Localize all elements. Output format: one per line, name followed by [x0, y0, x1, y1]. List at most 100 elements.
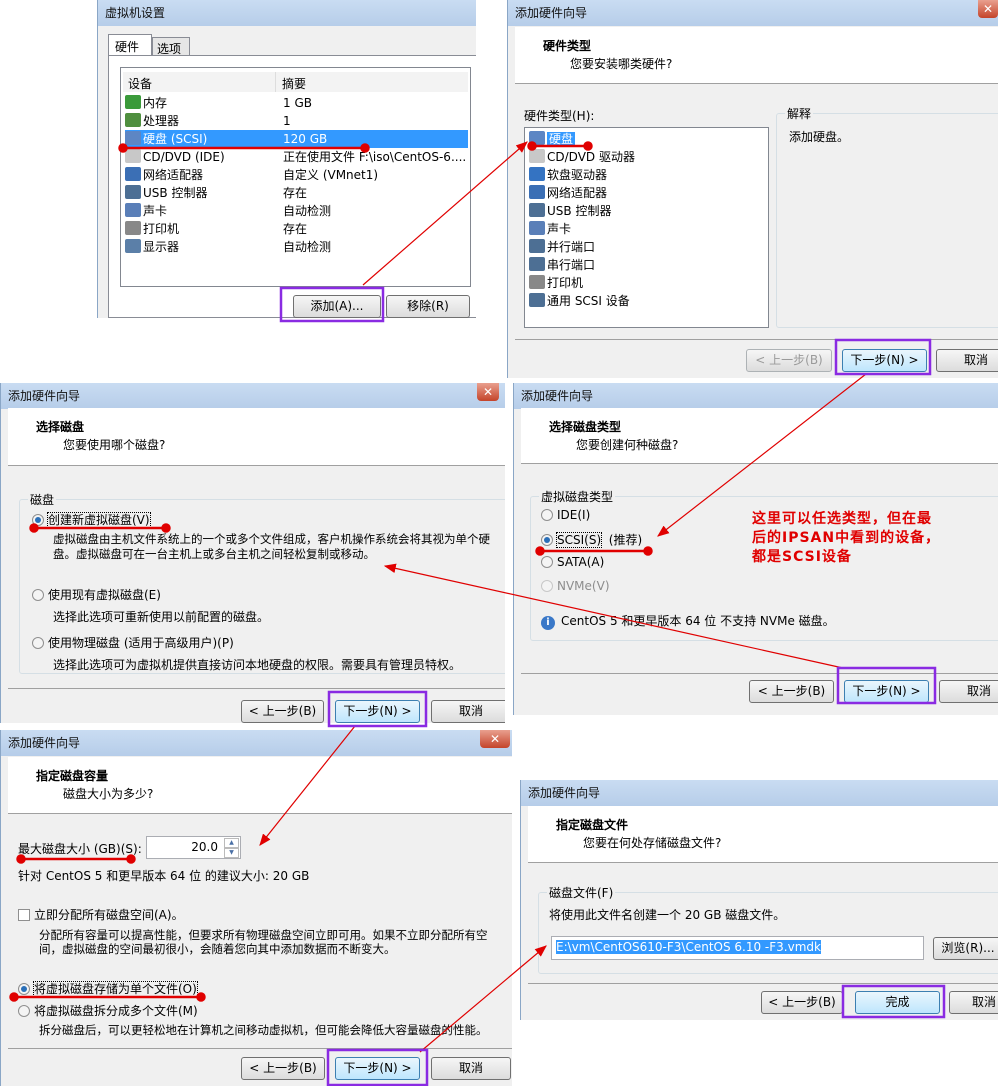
back-button[interactable]: < 上一步(B) — [761, 991, 843, 1014]
back-button[interactable]: < 上一步(B) — [749, 680, 834, 703]
hard-disk-icon — [529, 131, 545, 145]
radio-single-file[interactable]: 将虚拟磁盘存储为单个文件(O) — [18, 980, 198, 997]
item-label: CD/DVD (IDE) — [143, 150, 225, 164]
page-title: 硬件类型 — [543, 39, 592, 53]
list-item[interactable]: 声卡自动检测 — [125, 202, 331, 220]
wizard-select-disk: 添加硬件向导 ✕ 选择磁盘 您要使用哪个磁盘? 磁盘 创建新虚拟磁盘(V) 虚拟… — [0, 383, 505, 723]
list-item[interactable]: USB 控制器存在 — [125, 184, 307, 202]
disk-group-label: 磁盘 — [28, 491, 57, 508]
close-icon[interactable]: ✕ — [978, 0, 998, 18]
next-button[interactable]: 下一步(N) > — [335, 1057, 420, 1080]
list-item[interactable]: 串行端口 — [529, 256, 595, 274]
list-item[interactable]: CD/DVD (IDE)正在使用文件 F:\iso\CentOS-6.... — [125, 148, 466, 166]
list-item[interactable]: 硬盘 (SCSI)120 GB — [125, 130, 468, 148]
radio-ide[interactable]: IDE(I) — [541, 508, 590, 522]
disk-file-group: 磁盘文件(F) — [538, 884, 998, 974]
stepper-up-icon[interactable]: ▲ — [224, 838, 239, 848]
close-icon[interactable]: ✕ — [477, 383, 499, 401]
page-subtitle: 您要使用哪个磁盘? — [63, 438, 166, 452]
item-label: 打印机 — [547, 276, 584, 290]
page-title: 选择磁盘类型 — [549, 420, 622, 434]
next-button[interactable]: 下一步(N) > — [842, 349, 927, 372]
create-new-desc: 虚拟磁盘由主机文件系统上的一个或多个文件组成，客户机操作系统会将其视为单个硬盘。… — [53, 532, 490, 561]
disk-file-path-input[interactable]: E:\vm\CentOS610-F3\CentOS 6.10 -F3.vmdk — [551, 936, 924, 960]
radio-use-existing-disk[interactable]: 使用现有虚拟磁盘(E) — [32, 586, 161, 603]
size-label: 最大磁盘大小 (GB)(S): — [18, 842, 142, 856]
list-item[interactable]: 软盘驱动器 — [529, 166, 607, 184]
item-label: CD/DVD 驱动器 — [547, 150, 635, 164]
cancel-button[interactable]: 取消 — [431, 700, 505, 723]
use-existing-desc: 选择此选项可重新使用以前配置的磁盘。 — [53, 610, 270, 624]
cancel-button[interactable]: 取消 — [939, 680, 998, 703]
back-button[interactable]: < 上一步(B) — [746, 349, 832, 372]
size-stepper[interactable]: 20.0 ▲ ▼ — [146, 836, 241, 859]
cpu-icon — [125, 113, 141, 127]
allocate-checkbox[interactable]: 立即分配所有磁盘空间(A)。 — [18, 906, 184, 923]
list-item[interactable]: CD/DVD 驱动器 — [529, 148, 635, 166]
hard-disk-icon — [125, 131, 141, 145]
col-header-summary[interactable]: 摘要 — [276, 72, 468, 92]
wizard-header: 硬件类型 您要安装哪类硬件? — [515, 27, 998, 84]
radio-scsi[interactable]: SCSI(S) (推荐) — [541, 531, 642, 548]
list-item[interactable]: USB 控制器 — [529, 202, 611, 220]
list-item[interactable]: 通用 SCSI 设备 — [529, 292, 630, 310]
list-item[interactable]: 网络适配器 — [529, 184, 607, 202]
display-icon — [125, 239, 141, 253]
network-icon — [529, 185, 545, 199]
page-subtitle: 您要在何处存储磁盘文件? — [583, 836, 722, 850]
list-item[interactable]: 打印机 — [529, 274, 583, 292]
divider — [8, 688, 505, 689]
item-label: 硬盘 (SCSI) — [143, 132, 208, 146]
stepper-down-icon[interactable]: ▼ — [224, 848, 239, 858]
add-button[interactable]: 添加(A)... — [293, 295, 381, 318]
finish-button[interactable]: 完成 — [855, 991, 940, 1014]
item-label: 声卡 — [143, 204, 168, 218]
radio-physical-disk[interactable]: 使用物理磁盘 (适用于高级用户)(P) — [32, 634, 234, 651]
browse-button[interactable]: 浏览(R)... — [933, 937, 998, 960]
radio-create-new-disk[interactable]: 创建新虚拟磁盘(V) — [32, 511, 151, 528]
cancel-button[interactable]: 取消 — [936, 349, 998, 372]
usb-icon — [529, 203, 545, 217]
list-item[interactable]: 打印机存在 — [125, 220, 307, 238]
tab-options[interactable]: 选项 — [152, 37, 190, 56]
recommended-label: (推荐) — [608, 533, 643, 547]
item-label: 打印机 — [143, 222, 180, 236]
back-button[interactable]: < 上一步(B) — [241, 700, 324, 723]
cancel-button[interactable]: 取消 — [431, 1057, 511, 1080]
col-header-device[interactable]: 设备 — [123, 72, 276, 92]
radio-sata[interactable]: SATA(A) — [541, 555, 604, 569]
list-item[interactable]: 显示器自动检测 — [125, 238, 331, 256]
close-icon[interactable]: ✕ — [480, 730, 510, 748]
parallel-port-icon — [529, 239, 545, 253]
list-item[interactable]: 硬盘 — [529, 130, 576, 148]
divider — [521, 673, 998, 674]
item-summary: 1 — [283, 114, 291, 128]
next-button[interactable]: 下一步(N) > — [844, 680, 929, 703]
cd-icon — [529, 149, 545, 163]
page-subtitle: 您要安装哪类硬件? — [570, 57, 673, 71]
tab-hardware[interactable]: 硬件 — [108, 34, 152, 56]
list-item[interactable]: 网络适配器自定义 (VMnet1) — [125, 166, 378, 184]
divider — [8, 1048, 512, 1049]
size-input[interactable]: 20.0 — [191, 840, 218, 854]
list-item[interactable]: 并行端口 — [529, 238, 595, 256]
title-bar: 虚拟机设置 — [98, 0, 476, 26]
disk-file-text: 将使用此文件名创建一个 20 GB 磁盘文件。 — [549, 908, 786, 922]
back-button[interactable]: < 上一步(B) — [241, 1057, 325, 1080]
list-item[interactable]: 声卡 — [529, 220, 571, 238]
explain-group: 解释 添加硬盘。 — [776, 105, 998, 328]
cancel-button[interactable]: 取消 — [949, 991, 998, 1014]
remove-button[interactable]: 移除(R) — [386, 295, 470, 318]
title-bar: 添加硬件向导 — [1, 383, 505, 409]
next-button[interactable]: 下一步(N) > — [335, 700, 420, 723]
explain-label: 解释 — [785, 105, 814, 122]
radio-multi-file[interactable]: 将虚拟磁盘拆分成多个文件(M) — [18, 1002, 198, 1019]
page-subtitle: 您要创建何种磁盘? — [576, 438, 679, 452]
item-label: 声卡 — [547, 222, 572, 236]
